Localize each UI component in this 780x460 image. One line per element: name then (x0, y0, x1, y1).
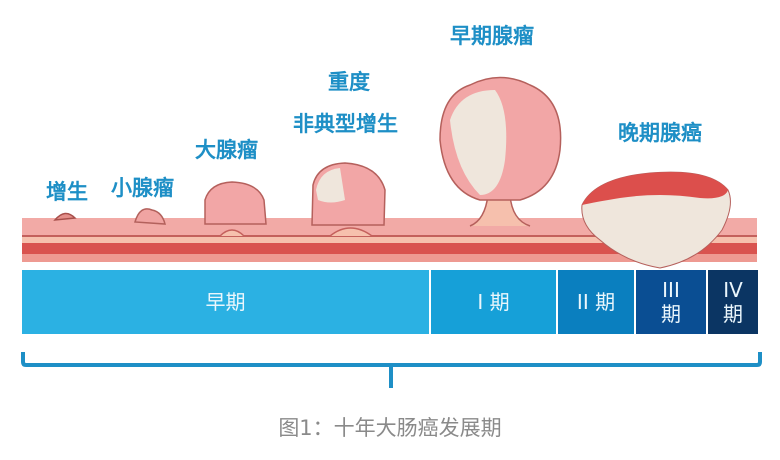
stage-2: II 期 (558, 270, 636, 334)
label-large-adenoma: 大腺瘤 (195, 138, 258, 162)
label-early-adenocarcinoma: 早期腺瘤 (450, 24, 534, 48)
atypical-hyperplasia-polyp (311, 162, 386, 237)
stage-2-label: II 期 (576, 290, 616, 314)
label-late-adenocarcinoma: 晚期腺癌 (618, 121, 702, 145)
large-adenoma-polyp (204, 181, 267, 237)
stage-early: 早期 (22, 270, 431, 334)
stage-early-label: 早期 (205, 290, 246, 314)
stage-3-label-top: III (662, 278, 680, 302)
timeline-bracket (21, 352, 762, 388)
stage-3: III 期 (636, 270, 708, 334)
stage-4-label-bottom: 期 (723, 302, 743, 326)
stage-3-label-bottom: 期 (661, 302, 681, 326)
stage-4: IV 期 (708, 270, 758, 334)
stage-1-label: I 期 (477, 290, 510, 314)
label-atypical-hyperplasia: 非典型增生 (293, 112, 398, 136)
label-severe: 重度 (328, 70, 370, 94)
early-adenocarcinoma-polyp (439, 76, 562, 227)
figure-caption: 图1：十年大肠癌发展期 (278, 416, 502, 440)
stage-4-label-top: IV (723, 278, 743, 302)
label-small-adenoma: 小腺瘤 (111, 176, 174, 200)
small-adenoma-polyp (134, 208, 166, 225)
late-adenocarcinoma-tumor (581, 171, 731, 269)
label-hyperplasia: 增生 (46, 180, 88, 204)
hyperplasia-polyp (53, 212, 77, 221)
stage-bar: 早期 I 期 II 期 III 期 IV 期 (22, 270, 758, 334)
stage-1: I 期 (431, 270, 558, 334)
